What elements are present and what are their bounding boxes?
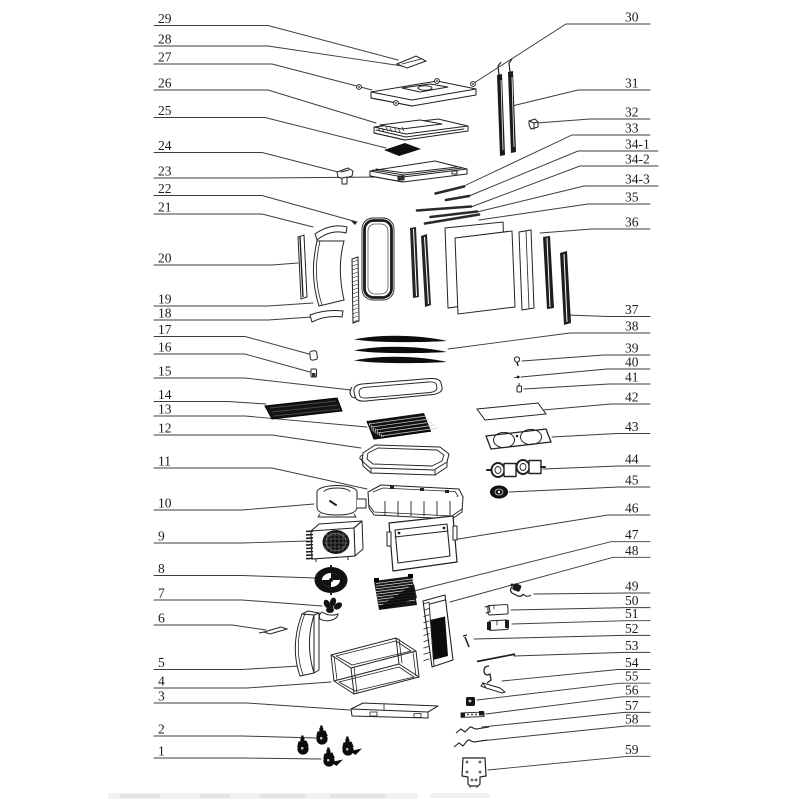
svg-text:8: 8 <box>158 561 165 576</box>
svg-text:33: 33 <box>625 121 639 136</box>
svg-text:20: 20 <box>158 251 172 266</box>
svg-text:18: 18 <box>158 306 172 321</box>
svg-text:2: 2 <box>158 722 165 737</box>
svg-text:37: 37 <box>625 302 639 317</box>
svg-text:3: 3 <box>158 689 165 704</box>
svg-text:58: 58 <box>625 712 639 727</box>
svg-text:29: 29 <box>158 11 172 26</box>
svg-text:30: 30 <box>625 10 639 25</box>
svg-text:28: 28 <box>158 32 172 47</box>
svg-text:48: 48 <box>625 543 639 558</box>
svg-text:54: 54 <box>625 655 639 670</box>
svg-text:53: 53 <box>625 638 639 653</box>
svg-text:17: 17 <box>158 322 172 337</box>
svg-text:47: 47 <box>625 527 639 542</box>
svg-text:57: 57 <box>625 698 639 713</box>
svg-text:15: 15 <box>158 364 172 379</box>
svg-text:16: 16 <box>158 340 172 355</box>
svg-text:22: 22 <box>158 181 172 196</box>
svg-text:32: 32 <box>625 105 639 120</box>
svg-text:49: 49 <box>625 579 639 594</box>
svg-text:21: 21 <box>158 200 172 215</box>
svg-text:52: 52 <box>625 621 639 636</box>
svg-text:56: 56 <box>625 682 639 697</box>
svg-text:50: 50 <box>625 593 639 608</box>
svg-text:34-1: 34-1 <box>625 137 650 152</box>
svg-text:35: 35 <box>625 190 639 205</box>
svg-text:43: 43 <box>625 419 639 434</box>
svg-text:27: 27 <box>158 50 172 65</box>
svg-text:19: 19 <box>158 292 172 307</box>
svg-text:6: 6 <box>158 611 165 626</box>
svg-text:13: 13 <box>158 402 172 417</box>
svg-text:11: 11 <box>158 454 171 469</box>
svg-text:26: 26 <box>158 76 172 91</box>
svg-text:34-2: 34-2 <box>625 152 650 167</box>
svg-text:12: 12 <box>158 421 172 436</box>
svg-text:9: 9 <box>158 529 165 544</box>
svg-text:41: 41 <box>625 370 639 385</box>
svg-text:40: 40 <box>625 355 639 370</box>
svg-text:38: 38 <box>625 319 639 334</box>
svg-text:23: 23 <box>158 164 172 179</box>
svg-text:51: 51 <box>625 606 639 621</box>
svg-text:25: 25 <box>158 103 172 118</box>
svg-text:42: 42 <box>625 390 639 405</box>
svg-text:10: 10 <box>158 496 172 511</box>
svg-text:59: 59 <box>625 742 639 757</box>
svg-text:24: 24 <box>158 138 172 153</box>
svg-text:1: 1 <box>158 744 165 759</box>
svg-text:36: 36 <box>625 215 639 230</box>
svg-text:31: 31 <box>625 76 639 91</box>
svg-text:45: 45 <box>625 473 639 488</box>
svg-text:4: 4 <box>158 674 165 689</box>
svg-text:46: 46 <box>625 501 639 516</box>
svg-text:44: 44 <box>625 452 639 467</box>
svg-text:7: 7 <box>158 586 165 601</box>
svg-text:5: 5 <box>158 655 165 670</box>
svg-text:55: 55 <box>625 669 639 684</box>
svg-text:14: 14 <box>158 387 172 402</box>
svg-text:39: 39 <box>625 341 639 356</box>
svg-text:34-3: 34-3 <box>625 172 650 187</box>
